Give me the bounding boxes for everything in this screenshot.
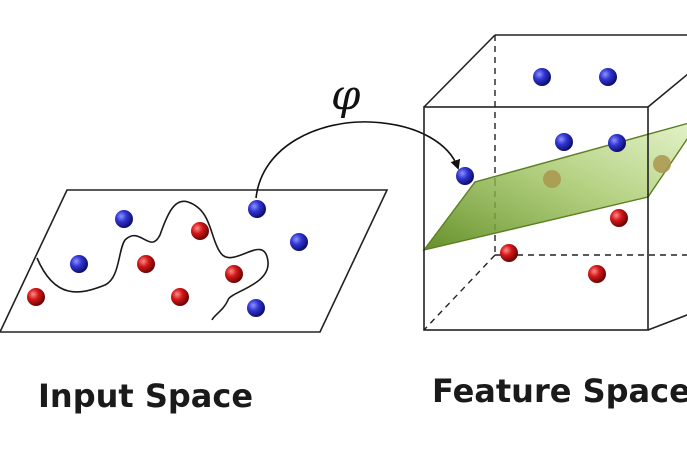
input-space-points [27,200,308,317]
feature-point-blue [555,133,573,151]
input-point-blue [115,210,133,228]
feature-space-points-through-plane [543,155,671,188]
feature-point-blue [533,68,551,86]
input-point-blue [290,233,308,251]
feature-space-points-back [500,68,617,283]
nonlinear-boundary-curve [36,200,269,321]
feature-point-red [500,244,518,262]
feature-point-blue [599,68,617,86]
feature-point-red [610,209,628,227]
input-point-red [191,222,209,240]
input-point-red [171,288,189,306]
input-point-red [137,255,155,273]
feature-point-red [543,170,561,188]
feature-point-blue [456,167,474,185]
feature-space-points-front [456,133,628,227]
mapping-function-label: φ [331,70,361,119]
mapping-arrow [255,121,461,199]
input-point-red [225,265,243,283]
feature-space-cube-front [423,106,649,331]
feature-point-blue [608,134,626,152]
feature-point-red [588,265,606,283]
input-point-red [27,288,45,306]
input-point-blue [248,200,266,218]
feature-space-label: Feature Space [432,372,687,410]
input-point-blue [70,255,88,273]
input-space-plane [0,189,389,333]
feature-point-red [653,155,671,173]
input-point-blue [247,299,265,317]
input-space-label: Input Space [38,377,254,415]
